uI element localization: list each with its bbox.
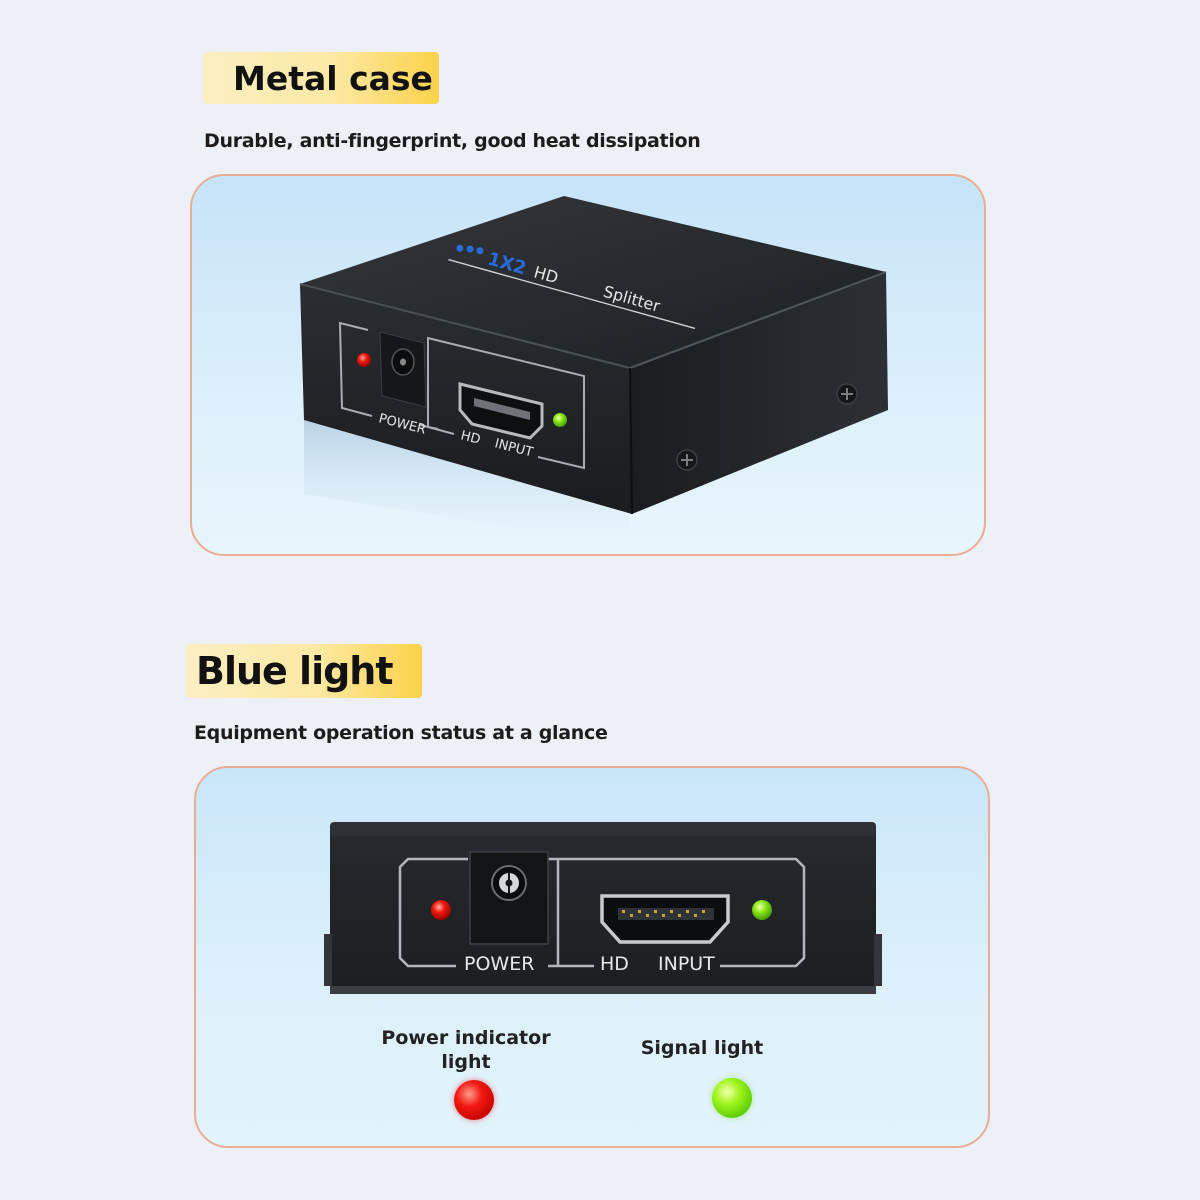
front-port-outline: [338, 321, 585, 470]
section-title-blue-light: Blue light: [186, 644, 422, 698]
reflection: [304, 420, 630, 546]
signal-light-dot: [712, 1078, 752, 1118]
signal-led: [553, 413, 567, 427]
signal-light-label: Signal light: [640, 1037, 764, 1059]
splitter-perspective-image: 1X2 HD Splitter POWER HD INP: [299, 196, 888, 546]
power-jack: [379, 331, 427, 408]
blue-light-product-panel: POWER HD INPUT Power indicator light Sig…: [194, 766, 990, 1148]
section-title-metal-case: Metal case: [203, 52, 439, 104]
hd-label: HD: [459, 428, 482, 447]
power-indicator-dot: [454, 1080, 494, 1120]
splitter-front-view-image: POWER HD INPUT: [324, 822, 882, 994]
section-subtitle-metal-case: Durable, anti-fingerprint, good heat dis…: [204, 130, 701, 152]
power-led: [357, 353, 371, 367]
front-port-outline: [398, 857, 806, 968]
screw-icon: [836, 383, 858, 405]
hdmi-port: [600, 894, 730, 944]
power-led: [431, 900, 451, 920]
device-top-face: [300, 196, 886, 368]
screw-icon: [676, 449, 698, 471]
hdmi-port: [458, 382, 544, 440]
power-indicator-label: Power indicator light: [381, 1027, 551, 1073]
input-label: INPUT: [658, 953, 715, 975]
power-jack: [469, 851, 549, 945]
power-label: POWER: [464, 953, 534, 975]
section-subtitle-blue-light: Equipment operation status at a glance: [194, 722, 608, 744]
hd-label: HD: [600, 953, 629, 975]
metal-case-product-panel: 1X2 HD Splitter POWER HD INP: [190, 174, 986, 556]
signal-led: [752, 900, 772, 920]
